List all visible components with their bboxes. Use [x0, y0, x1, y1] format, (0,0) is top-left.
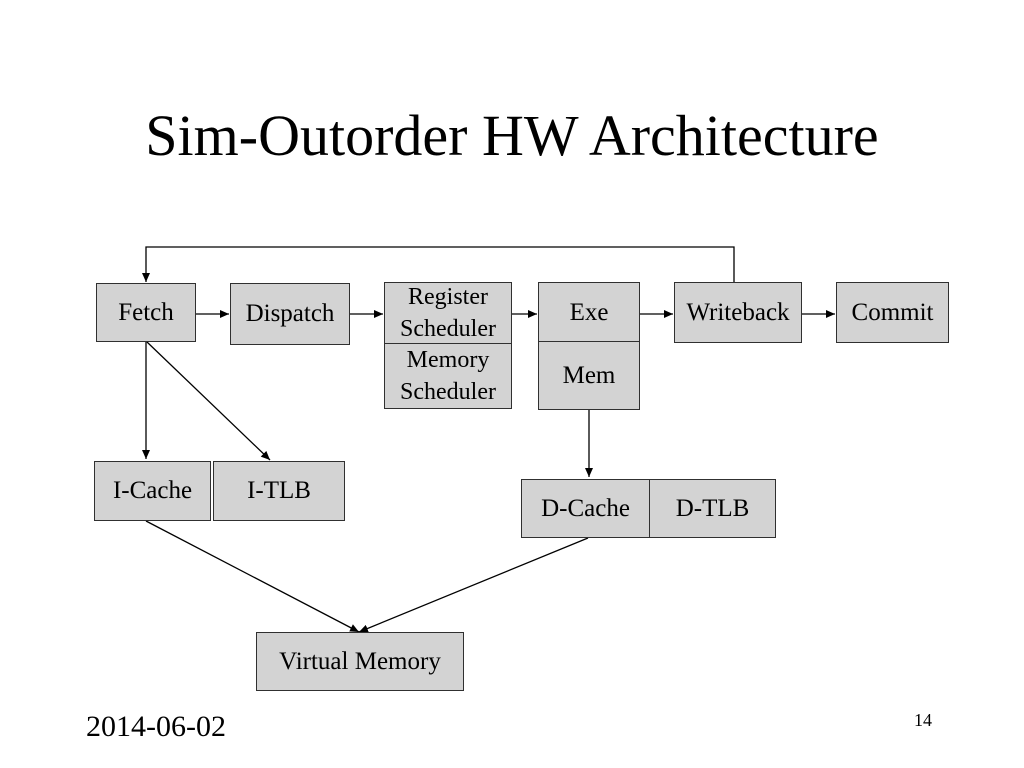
itlb-box: I-TLB	[213, 461, 345, 521]
slide-date: 2014-06-02	[86, 710, 226, 743]
memory-scheduler-box: Memory Scheduler	[384, 343, 512, 409]
writeback-label: Writeback	[686, 298, 790, 326]
mem-label: Mem	[562, 361, 616, 389]
arrow-dcache-to-virtual-memory	[358, 537, 589, 633]
register-scheduler-label-line-1: Register	[408, 284, 488, 310]
arrow-fetch-to-itlb	[146, 341, 271, 461]
commit-box: Commit	[836, 282, 949, 343]
register-scheduler-label-line-2: Scheduler	[400, 316, 496, 342]
dispatch-box: Dispatch	[230, 283, 350, 345]
fetch-label: Fetch	[118, 298, 174, 326]
arrow-writeback-to-fetch	[142, 246, 735, 282]
arrow-icache-to-virtual-memory	[145, 520, 360, 633]
icache-box: I-Cache	[94, 461, 211, 521]
memory-scheduler-label-line-2: Scheduler	[400, 379, 496, 405]
dispatch-label: Dispatch	[245, 300, 335, 327]
dtlb-box: D-TLB	[649, 479, 776, 538]
register-scheduler-box: Register Scheduler	[384, 282, 512, 344]
writeback-box: Writeback	[674, 282, 802, 343]
mem-box: Mem	[538, 341, 640, 410]
virtual-memory-box: Virtual Memory	[256, 632, 464, 691]
fetch-box: Fetch	[96, 283, 196, 342]
virtual-memory-label: Virtual Memory	[279, 647, 441, 675]
slide-page-number: 14	[914, 710, 932, 730]
memory-scheduler-label-line-1: Memory	[406, 347, 490, 373]
exe-box: Exe	[538, 282, 640, 344]
exe-label: Exe	[569, 299, 609, 326]
icache-label: I-Cache	[112, 477, 193, 504]
dtlb-label: D-TLB	[675, 494, 750, 522]
dcache-box: D-Cache	[521, 479, 650, 538]
slide-title: Sim-Outorder HW Architecture	[145, 103, 879, 168]
commit-label: Commit	[851, 298, 934, 326]
dcache-label: D-Cache	[541, 494, 630, 522]
itlb-label: I-TLB	[247, 477, 311, 504]
